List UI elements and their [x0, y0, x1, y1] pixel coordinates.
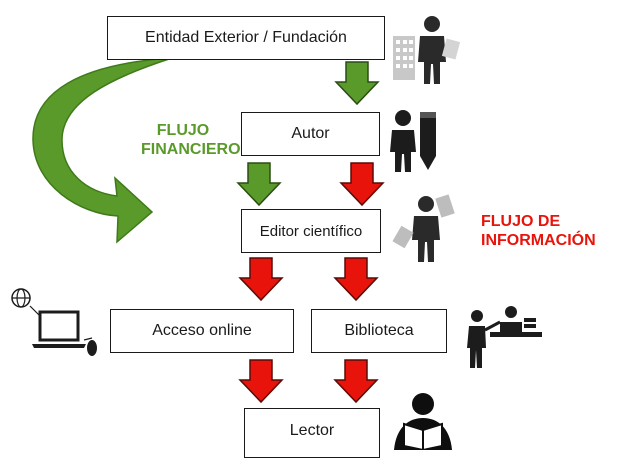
red-arrow-author-to-editor: [339, 162, 385, 207]
financial-flow-curved-arrow: [32, 57, 173, 244]
author-pencil-icon: [390, 110, 436, 172]
librarian-desk-icon: [467, 306, 542, 368]
editor-document-icon: [392, 194, 455, 262]
red-arrow-library-to-reader: [333, 359, 379, 404]
green-arrow-author-to-editor: [236, 162, 282, 207]
node-online: Acceso online: [110, 309, 294, 353]
red-arrow-editor-to-library: [333, 257, 379, 302]
node-funder: Entidad Exterior / Fundación: [107, 16, 385, 60]
node-author-label: Autor: [291, 125, 330, 142]
information-flow-label: FLUJO DE INFORMACIÓN: [481, 213, 596, 249]
node-author: Autor: [241, 112, 380, 156]
node-reader: Lector: [244, 408, 380, 458]
reader-book-icon: [394, 393, 452, 450]
node-editor: Editor científico: [241, 209, 381, 253]
red-arrow-online-to-reader: [238, 359, 284, 404]
red-arrow-editor-to-online: [238, 257, 284, 302]
node-online-label: Acceso online: [152, 322, 252, 339]
computer-globe-icon: [11, 288, 97, 356]
node-reader-label: Lector: [289, 422, 335, 439]
node-funder-label: Entidad Exterior / Fundación: [145, 29, 347, 46]
node-library-label: Biblioteca: [344, 322, 414, 339]
financial-flow-label: FLUJO FINANCIERO: [141, 122, 241, 158]
building-businessman-icon: [393, 16, 461, 84]
green-arrow-funder-to-author: [334, 61, 380, 106]
node-library: Biblioteca: [311, 309, 447, 353]
node-editor-label: Editor científico: [259, 222, 363, 240]
